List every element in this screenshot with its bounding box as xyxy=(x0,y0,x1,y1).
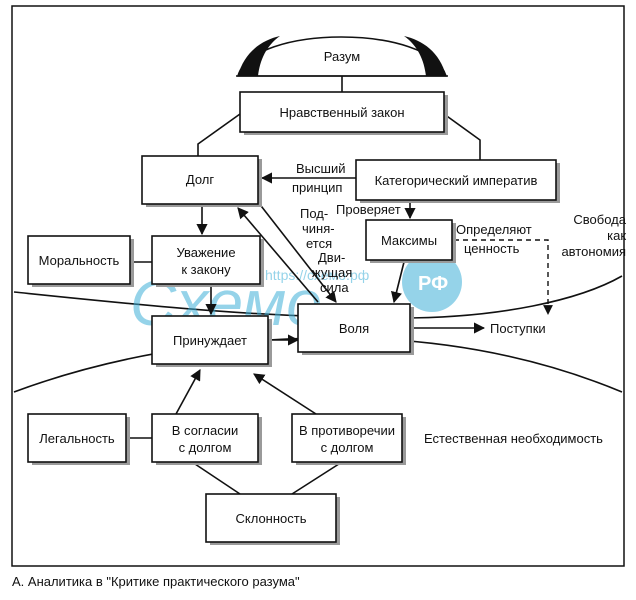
label-highest-1: Высший xyxy=(296,161,345,176)
inclination-label: Склонность xyxy=(236,511,307,526)
connector-law-imperative xyxy=(443,113,481,160)
contrary-label-1: В противоречии xyxy=(299,423,395,438)
legality-label: Легальность xyxy=(39,431,115,446)
will-box: Воля xyxy=(297,303,414,355)
accord-label-1: В согласии xyxy=(172,423,238,438)
accord-label-2: с долгом xyxy=(179,440,232,455)
dashed-maxims-actions xyxy=(454,239,553,315)
diagram-frame xyxy=(11,5,625,567)
label-nature: Естественная необходимость xyxy=(424,431,603,446)
label-determine-2: ценность xyxy=(464,241,520,256)
label-determine-1: Определяют xyxy=(456,222,532,237)
maxims-box: Максимы xyxy=(365,219,456,263)
watermark-splash xyxy=(402,252,462,312)
label-checks: Проверяет xyxy=(336,202,401,217)
label-subordinate-3: ется xyxy=(306,236,332,251)
respect-box: Уважение к закону xyxy=(151,235,264,287)
razum-shade-right xyxy=(404,36,446,76)
arrow-maxims-will xyxy=(391,261,405,304)
label-subordinate-1: Под- xyxy=(300,206,328,221)
morality-box: Моральность xyxy=(27,235,134,287)
morality-label: Моральность xyxy=(39,253,120,268)
arrow-contrary-compels xyxy=(253,373,317,415)
compels-label: Принуждает xyxy=(173,333,247,348)
accord-box: В согласии с долгом xyxy=(151,413,262,465)
categorical-imperative-box: Категорический императив xyxy=(355,159,560,203)
contrary-box: В противоречии с долгом xyxy=(291,413,406,465)
label-driving-3: сила xyxy=(320,280,349,295)
connector-inclination-accord xyxy=(191,461,241,495)
will-label: Воля xyxy=(339,321,369,336)
arrow-accord-compels xyxy=(175,369,201,415)
inclination-box: Склонность xyxy=(205,493,340,545)
duty-label: Долг xyxy=(186,172,214,187)
razum-label: Разум xyxy=(324,49,360,64)
contrary-label-2: с долгом xyxy=(321,440,374,455)
razum-shade-left xyxy=(238,36,280,76)
connector-law-duty xyxy=(197,113,241,156)
arrow-duty-will xyxy=(257,201,337,303)
figure-caption: А. Аналитика в "Критике практического ра… xyxy=(12,574,300,589)
label-actions: Поступки xyxy=(490,321,546,336)
label-driving-2: жущая xyxy=(312,265,352,280)
label-driving-1: Дви- xyxy=(318,250,345,265)
label-highest-2: принцип xyxy=(292,180,342,195)
compels-box: Принуждает xyxy=(151,315,272,367)
label-freedom-2: как xyxy=(607,228,626,243)
maxims-label: Максимы xyxy=(381,233,437,248)
duty-box: Долг xyxy=(141,155,262,207)
categorical-imperative-label: Категорический императив xyxy=(375,173,538,188)
label-subordinate-2: чиня- xyxy=(302,221,335,236)
connector-inclination-contrary xyxy=(291,461,343,495)
respect-label-1: Уважение xyxy=(176,245,235,260)
moral-law-label: Нравственный закон xyxy=(279,105,404,120)
legality-box: Легальность xyxy=(27,413,130,465)
label-freedom-1: Свобода xyxy=(573,212,626,227)
watermark-rf: РФ xyxy=(418,273,448,295)
moral-law-box: Нравственный закон xyxy=(239,91,448,135)
label-freedom-3: автономия xyxy=(561,244,626,259)
respect-label-2: к закону xyxy=(181,262,231,277)
arrow-will-duty xyxy=(237,207,319,303)
